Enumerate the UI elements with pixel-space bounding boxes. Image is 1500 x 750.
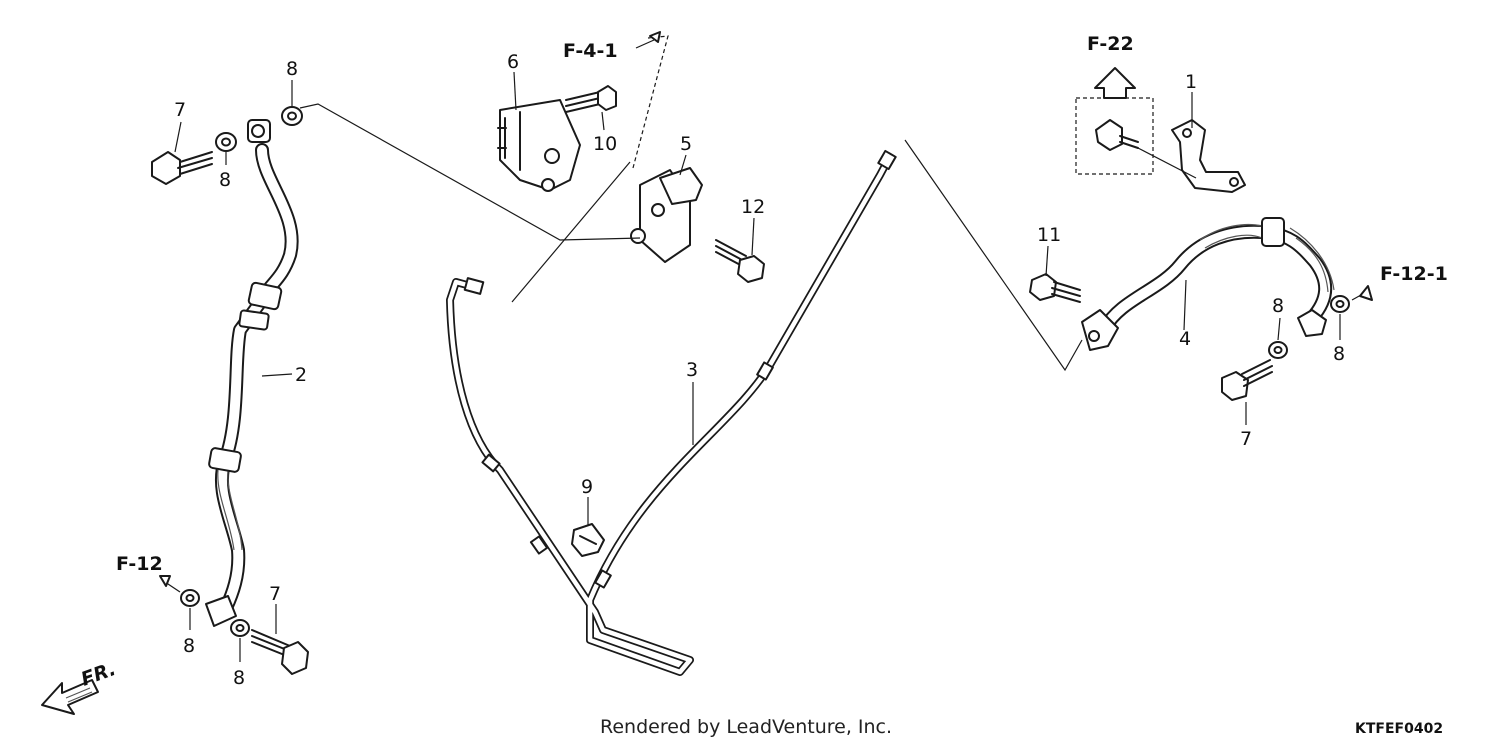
banjo-bolt-lower-left (251, 629, 309, 675)
callout-labels: 7 8 8 2 6 10 5 12 3 9 11 4 1 7 8 8 7 8 8 (174, 51, 1345, 689)
callout-4: 4 (1179, 328, 1191, 350)
bolt-10 (565, 85, 617, 113)
arrow-f12-icon (159, 575, 171, 587)
callout-8: 8 (183, 635, 195, 657)
pipe-clamp-9 (571, 523, 605, 557)
sealing-washer-upper-left-a (215, 132, 237, 152)
callout-6: 6 (507, 51, 519, 73)
callout-11: 11 (1037, 224, 1061, 246)
callout-8: 8 (233, 667, 245, 689)
callout-7: 7 (174, 99, 186, 121)
ref-f-4-1: F-4-1 (563, 40, 618, 62)
hose-sleeve-lower (208, 447, 242, 473)
hose-clamp-bracket-1 (1171, 119, 1246, 193)
arrow-up-icon (1094, 67, 1136, 99)
render-credit: Rendered by LeadVenture, Inc. (600, 716, 892, 738)
callout-8: 8 (219, 169, 231, 191)
banjo-bolt-upper-left (151, 151, 213, 185)
sealing-washer-right-a (1268, 341, 1288, 359)
lower-banjo-fitting (205, 595, 237, 627)
ref-f-12: F-12 (116, 553, 163, 575)
callout-7: 7 (269, 583, 281, 605)
banjo-bolt-right (1221, 359, 1273, 401)
joint-bracket-6 (497, 99, 581, 192)
brake-pipe-3 (446, 149, 897, 676)
callout-7: 7 (1240, 428, 1252, 450)
banjo-fitting-right (1297, 309, 1327, 337)
sealing-washer-lower-left-b (230, 619, 250, 637)
callout-8: 8 (1333, 343, 1345, 365)
leader-lines (161, 35, 1371, 662)
bolt-12 (715, 239, 765, 283)
reference-labels: F-4-1 F-22 F-12-1 F-12 FR. (78, 33, 1448, 691)
bolt-11 (1029, 273, 1081, 303)
arrow-front-icon (41, 679, 99, 715)
ref-f-12-1: F-12-1 (1380, 263, 1448, 285)
callout-3: 3 (686, 359, 698, 381)
hose-sleeve-right (1261, 217, 1285, 247)
callout-10: 10 (593, 133, 617, 155)
callout-1: 1 (1185, 71, 1197, 93)
three-way-joint-5 (630, 167, 703, 263)
callout-12: 12 (741, 196, 765, 218)
arrow-f121-icon (1359, 285, 1373, 301)
sealing-washer-right-b (1330, 295, 1350, 313)
arrow-f41-icon (649, 31, 661, 43)
f22-reference-box (1075, 67, 1154, 175)
sealing-washer-upper-left-b (281, 106, 303, 126)
callout-8: 8 (286, 58, 298, 80)
callout-5: 5 (680, 133, 692, 155)
hose-sleeve-upper (247, 281, 283, 311)
callout-9: 9 (581, 476, 593, 498)
callout-2: 2 (295, 364, 307, 386)
rear-brake-hose-right (1081, 217, 1335, 351)
sealing-washer-lower-left-a (180, 589, 200, 607)
ref-f-22: F-22 (1087, 33, 1134, 55)
front-direction-arrow (41, 679, 99, 715)
bolt-in-box (1095, 119, 1123, 151)
ref-front: FR. (78, 658, 119, 691)
diagram-code: KTFEF0402 (1355, 721, 1443, 737)
front-brake-hose-left (205, 119, 299, 627)
callout-8: 8 (1272, 295, 1284, 317)
